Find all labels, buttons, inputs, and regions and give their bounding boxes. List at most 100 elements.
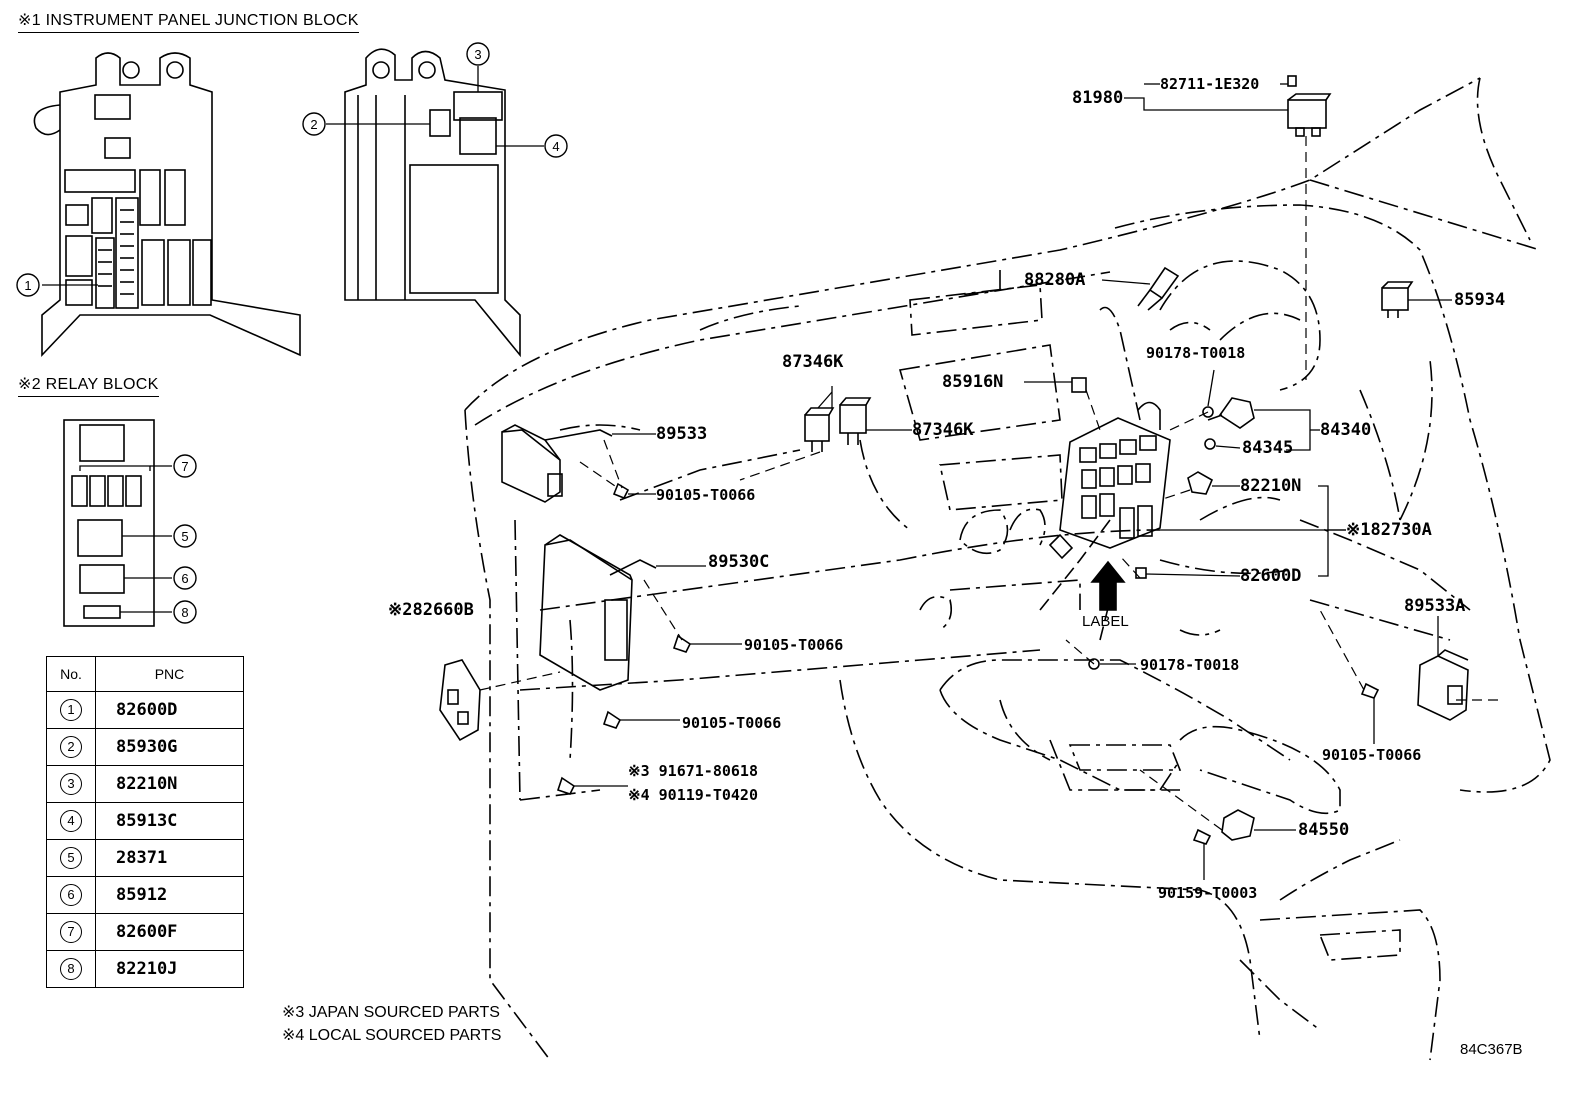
row-pnc[interactable]: 82210N	[95, 765, 244, 803]
marker-number-2: 2	[310, 117, 317, 132]
callout-81980[interactable]: 81980	[1072, 88, 1124, 108]
table-row: 2 85930G	[46, 728, 244, 766]
table-row: 3 82210N	[46, 765, 244, 803]
callout-90178-t0018-upper[interactable]: 90178-T0018	[1146, 344, 1246, 362]
callout-90159-t0003[interactable]: 90159-T0003	[1158, 884, 1258, 902]
callout-82730a[interactable]: ※182730A	[1346, 520, 1432, 540]
switch-84550-drawing	[1221, 809, 1255, 841]
col-no-header: No.	[46, 656, 96, 692]
row-pnc[interactable]: 85912	[95, 876, 244, 914]
junction-block-installed-drawing	[1048, 401, 1171, 560]
callout-82210n[interactable]: 82210N	[1240, 476, 1302, 496]
marker-circle-3	[466, 42, 490, 66]
junction-block-heading: ※1 INSTRUMENT PANEL JUNCTION BLOCK	[18, 10, 359, 33]
marker-circle-1	[16, 273, 40, 297]
row-number: 2	[60, 736, 82, 758]
relay-85934-drawing	[1381, 281, 1414, 318]
relay-85916n-drawing	[1071, 377, 1087, 393]
row-pnc[interactable]: 82600D	[95, 691, 244, 729]
marker-circle-2	[302, 112, 326, 136]
callout-84345[interactable]: 84345	[1242, 438, 1294, 458]
callout-87346k-upper[interactable]: 87346K	[782, 352, 844, 372]
ecu-89530c-drawing	[539, 534, 657, 691]
row-pnc[interactable]: 82210J	[95, 950, 244, 988]
ecu-89533-drawing	[501, 424, 613, 503]
row-number: 5	[60, 847, 82, 869]
callout-84340[interactable]: 84340	[1320, 420, 1372, 440]
callout-90119-t0420[interactable]: ※4 90119-T0420	[628, 786, 758, 804]
label-text: LABEL	[1082, 613, 1129, 630]
relay-block-82660b-drawing	[439, 659, 481, 742]
marker-number-4: 4	[552, 139, 559, 154]
footnote-japan-sourced: ※3 JAPAN SOURCED PARTS	[282, 1004, 500, 1021]
table-row: 7 82600F	[46, 913, 244, 951]
callout-90105-t0066-b[interactable]: 90105-T0066	[744, 636, 844, 654]
row-number: 6	[60, 884, 82, 906]
dashboard-outline-drawing	[464, 77, 1551, 1061]
label-arrow-drawing	[1090, 560, 1126, 611]
callout-88280a[interactable]: 88280A	[1024, 270, 1086, 290]
row-pnc[interactable]: 28371	[95, 839, 244, 877]
callout-84550[interactable]: 84550	[1298, 820, 1350, 840]
projection-lines	[479, 136, 1500, 831]
footnote-local-sourced: ※4 LOCAL SOURCED PARTS	[282, 1027, 502, 1044]
col-pnc-header: PNC	[95, 656, 244, 692]
marker-number-1: 1	[24, 278, 31, 293]
callout-90105-t0066-a[interactable]: 90105-T0066	[656, 486, 756, 504]
row-number: 7	[60, 921, 82, 943]
marker-number-3: 3	[474, 47, 481, 62]
callout-90178-t0018-lower[interactable]: 90178-T0018	[1140, 656, 1240, 674]
relay-81980-drawing	[1287, 75, 1332, 137]
circle-markers	[16, 42, 568, 624]
row-number: 1	[60, 699, 82, 721]
row-pnc[interactable]: 82600F	[95, 913, 244, 951]
callout-89533[interactable]: 89533	[656, 424, 708, 444]
callout-85934[interactable]: 85934	[1454, 290, 1506, 310]
relay-82210n-drawing	[1187, 471, 1214, 495]
marker-number-5: 5	[181, 529, 188, 544]
nuts-drawing	[1088, 406, 1216, 670]
row-number: 3	[60, 773, 82, 795]
switch-84340-drawing	[1207, 397, 1255, 429]
table-row: 4 85913C	[46, 802, 244, 840]
relay-block-heading: ※2 RELAY BLOCK	[18, 374, 159, 397]
callout-82600d[interactable]: 82600D	[1240, 566, 1302, 586]
ecu-89533a-drawing	[1417, 649, 1469, 721]
row-number: 4	[60, 810, 82, 832]
marker-number-6: 6	[181, 571, 188, 586]
callout-82711-1e320[interactable]: 82711-1E320	[1160, 75, 1260, 93]
table-row: 6 85912	[46, 876, 244, 914]
marker-circle-7	[173, 454, 197, 478]
callout-89530c[interactable]: 89530C	[708, 552, 770, 572]
relays-87346k-drawing	[804, 397, 872, 452]
marker-number-7: 7	[181, 459, 188, 474]
callout-90105-t0066-d[interactable]: 90105-T0066	[1322, 746, 1422, 764]
table-row: 1 82600D	[46, 691, 244, 729]
row-pnc[interactable]: 85930G	[95, 728, 244, 766]
callout-89533a[interactable]: 89533A	[1404, 596, 1466, 616]
pnc-table-header: No. PNC	[46, 656, 244, 692]
marker-number-8: 8	[181, 605, 188, 620]
row-pnc[interactable]: 85913C	[95, 802, 244, 840]
console-outline-drawing	[859, 260, 1441, 1061]
callout-82660b[interactable]: ※282660B	[388, 600, 474, 620]
callout-85916n[interactable]: 85916N	[942, 372, 1004, 392]
junction-block-leaders	[42, 66, 544, 286]
callout-87346k-lower[interactable]: 87346K	[912, 420, 974, 440]
leader-lines	[574, 83, 1452, 880]
steering-column-drawing	[1039, 519, 1111, 641]
relay-block-drawing	[63, 419, 172, 627]
marker-circle-8	[173, 600, 197, 624]
callout-91671-80618[interactable]: ※3 91671-80618	[628, 762, 758, 780]
marker-circle-6	[173, 566, 197, 590]
callout-90105-t0066-c[interactable]: 90105-T0066	[682, 714, 782, 732]
figure-code: 84C367B	[1460, 1041, 1523, 1058]
junction-block-front-drawing	[33, 52, 301, 358]
relay-82600d-drawing	[1135, 567, 1147, 579]
junction-block-rear-drawing	[344, 48, 521, 358]
marker-circle-4	[544, 134, 568, 158]
table-row: 5 28371	[46, 839, 244, 877]
